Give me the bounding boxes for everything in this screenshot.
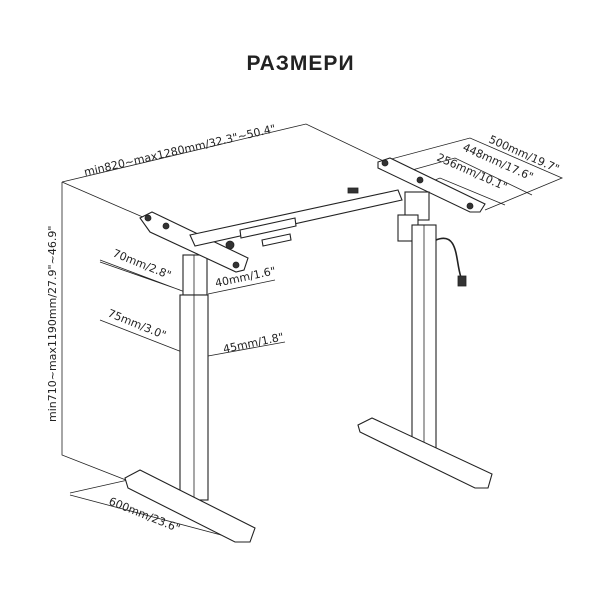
page-title: РАЗМЕРИ: [246, 52, 355, 75]
right-leg: [357, 157, 493, 489]
lower-column-depth-label: 75mm/3.0": [106, 307, 168, 342]
crossbar: [189, 187, 403, 250]
dimension-lines: [61, 123, 564, 541]
width-range-label: min820~max1280mm/32.3"~50.4": [83, 122, 277, 179]
height-range-label: min710~max1190mm/27.9"~46.9": [46, 226, 59, 422]
lower-column-width-label: 45mm/1.8": [222, 330, 285, 356]
